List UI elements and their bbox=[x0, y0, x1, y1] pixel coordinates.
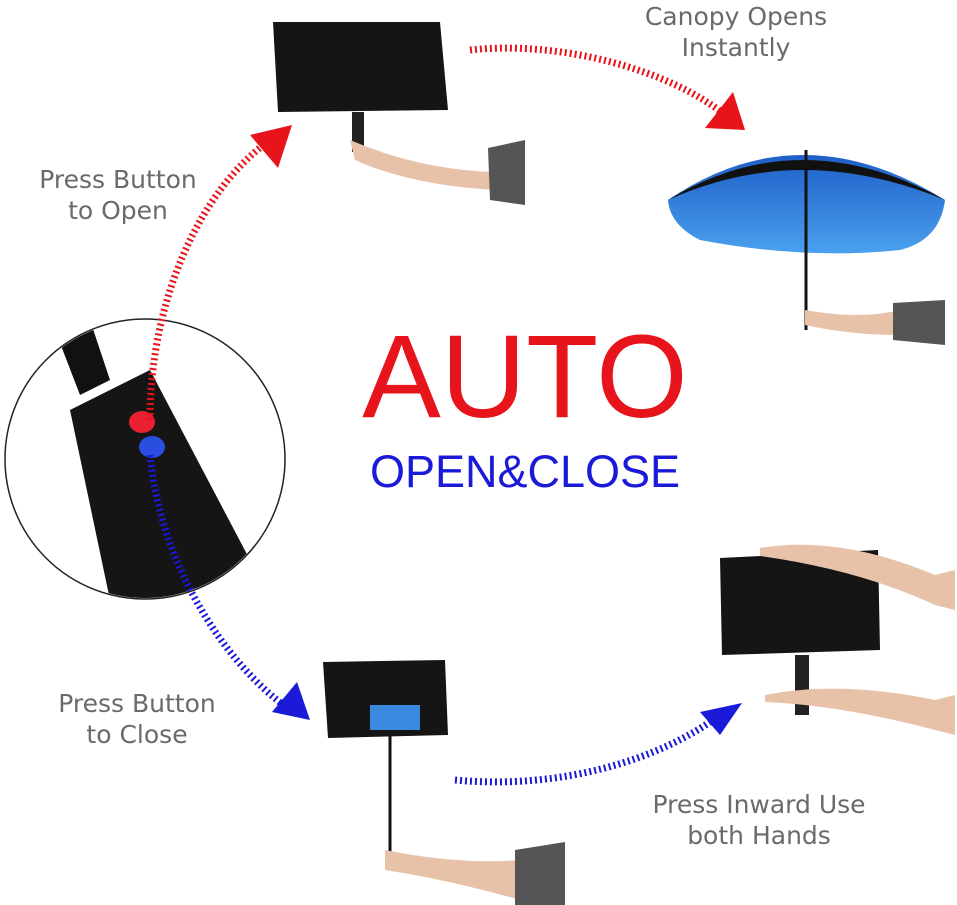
label-line: Instantly bbox=[681, 33, 791, 62]
canopy-label: Canopy Opens Instantly bbox=[620, 1, 852, 63]
button-closeup-inset bbox=[4, 318, 286, 600]
label-line: Canopy Opens bbox=[644, 2, 828, 31]
canopy-arrow bbox=[469, 44, 728, 118]
label-line: to Close bbox=[86, 720, 188, 749]
label-line: Press Inward Use bbox=[652, 790, 866, 819]
inward-arrow bbox=[454, 712, 723, 786]
label-line: both Hands bbox=[687, 821, 831, 850]
press-open-label: Press Button to Open bbox=[28, 164, 208, 226]
press-inward-label: Press Inward Use both Hands bbox=[630, 789, 888, 851]
headline-subtitle: OPEN&CLOSE bbox=[369, 446, 681, 497]
umbrella-closed-top bbox=[273, 22, 525, 205]
label-line: Press Button bbox=[58, 689, 216, 718]
open-button-icon bbox=[129, 411, 155, 433]
label-line: to Open bbox=[68, 196, 168, 225]
label-line: Press Button bbox=[39, 165, 197, 194]
press-close-label: Press Button to Close bbox=[46, 688, 228, 750]
close-arrow bbox=[146, 454, 293, 713]
open-arrow bbox=[146, 137, 273, 421]
headline-title: AUTO bbox=[362, 311, 688, 443]
umbrella-closing bbox=[323, 660, 565, 905]
umbrella-both-hands bbox=[720, 544, 955, 735]
umbrella-open bbox=[668, 150, 945, 345]
close-button-icon bbox=[139, 436, 165, 458]
